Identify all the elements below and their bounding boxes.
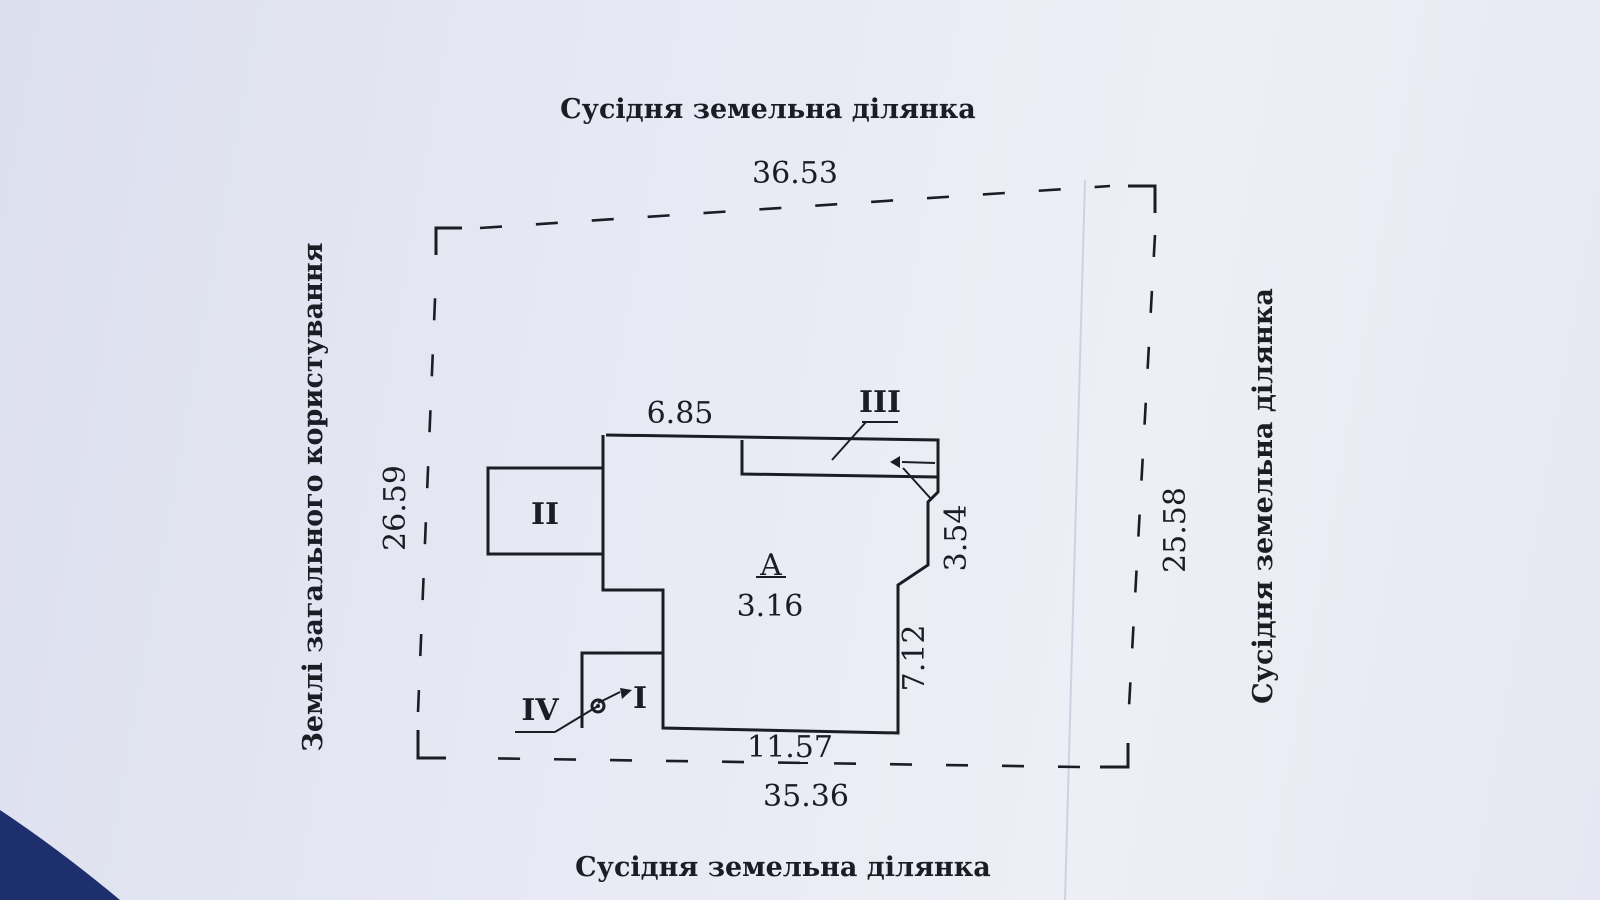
building-label: А [760, 548, 783, 583]
plot-dimension-right: 25.58 [1158, 487, 1193, 573]
plot-edge-top [479, 184, 1111, 230]
annex-three-arrow [901, 461, 936, 464]
point-four-leader [554, 705, 599, 733]
plot-edge-right [1126, 234, 1157, 726]
neighbor-left-label: Землі загального користування [298, 242, 329, 751]
plot-edge-left [416, 274, 438, 713]
corner-shadow [0, 810, 120, 900]
annex-one-arrowhead [620, 688, 632, 699]
point-four-label: IV [521, 693, 559, 728]
annex-two-outline [486, 466, 605, 556]
point-four-marker [590, 698, 606, 714]
building-outline [601, 433, 940, 735]
corner-top-left [434, 226, 462, 255]
annex-three-diagonal [902, 467, 933, 501]
building-a [486, 421, 940, 764]
plot-dimension-bottom: 35.36 [763, 779, 849, 814]
building-dimension-right-upper: 3.54 [939, 505, 974, 572]
plot-dimension-left: 26.59 [378, 465, 413, 551]
building-area: 3.16 [737, 589, 804, 624]
paper-fold-line [1064, 179, 1086, 900]
plot-boundary [416, 184, 1157, 769]
neighbor-bottom-label: Сусідня земельна ділянка [575, 852, 991, 883]
corner-top-right [1128, 184, 1157, 213]
neighbor-top-label: Сусідня земельна ділянка [560, 94, 976, 125]
annex-three-outline [740, 440, 939, 479]
corner-bottom-left [416, 730, 446, 760]
plot-edge-bottom [469, 756, 1081, 769]
building-dimension-top: 6.85 [647, 396, 714, 431]
annex-one-label: I [633, 681, 647, 716]
corner-bottom-right [1100, 743, 1130, 769]
plot-dimension-top: 36.53 [752, 156, 838, 191]
annex-three-leader [831, 421, 867, 461]
annex-three-label: III [859, 385, 901, 420]
neighbor-right-label: Сусідня земельна ділянка [1248, 288, 1279, 704]
building-dimension-right-lower: 7.12 [897, 625, 932, 692]
annex-two-label: II [531, 497, 559, 532]
annex-one-outline [580, 651, 663, 728]
building-dimension-bottom: 11.57 [747, 730, 833, 765]
annex-three-arrowhead [890, 456, 900, 468]
